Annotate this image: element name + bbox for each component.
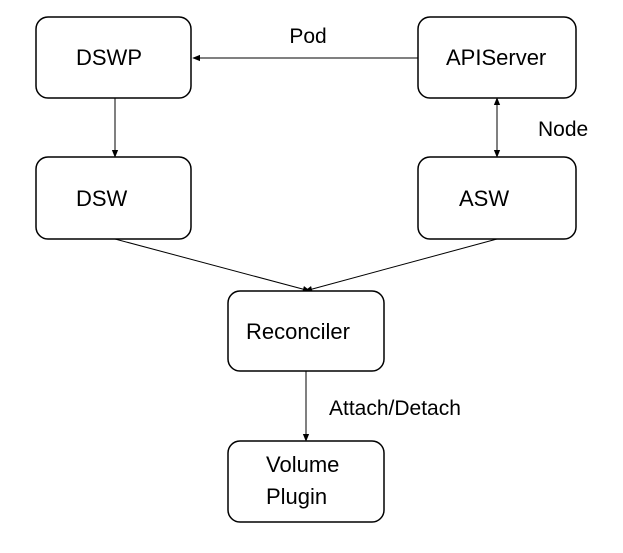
node-volume-plugin-label-line1: Volume	[266, 452, 339, 477]
node-apiserver: APIServer	[417, 16, 577, 99]
node-asw-label: ASW	[459, 186, 509, 211]
node-reconciler-label: Reconciler	[246, 319, 350, 344]
node-dswp-label: DSWP	[76, 45, 142, 70]
node-asw: ASW	[417, 156, 577, 240]
node-volume-plugin-label-line2: Plugin	[266, 484, 327, 509]
edge-dsw-to-reconciler	[114, 238, 311, 293]
edge-label-node: Node	[538, 118, 588, 141]
node-apiserver-label: APIServer	[446, 45, 546, 70]
node-dswp: DSWP	[35, 16, 192, 99]
node-dsw: DSW	[35, 156, 192, 240]
node-dsw-label: DSW	[76, 186, 128, 211]
edge-label-pod: Pod	[289, 25, 326, 48]
node-volume-plugin: Volume Plugin	[227, 440, 385, 523]
edge-label-attach-detach: Attach/Detach	[329, 397, 461, 420]
edge-asw-to-reconciler	[304, 238, 498, 293]
node-reconciler: Reconciler	[227, 290, 385, 372]
